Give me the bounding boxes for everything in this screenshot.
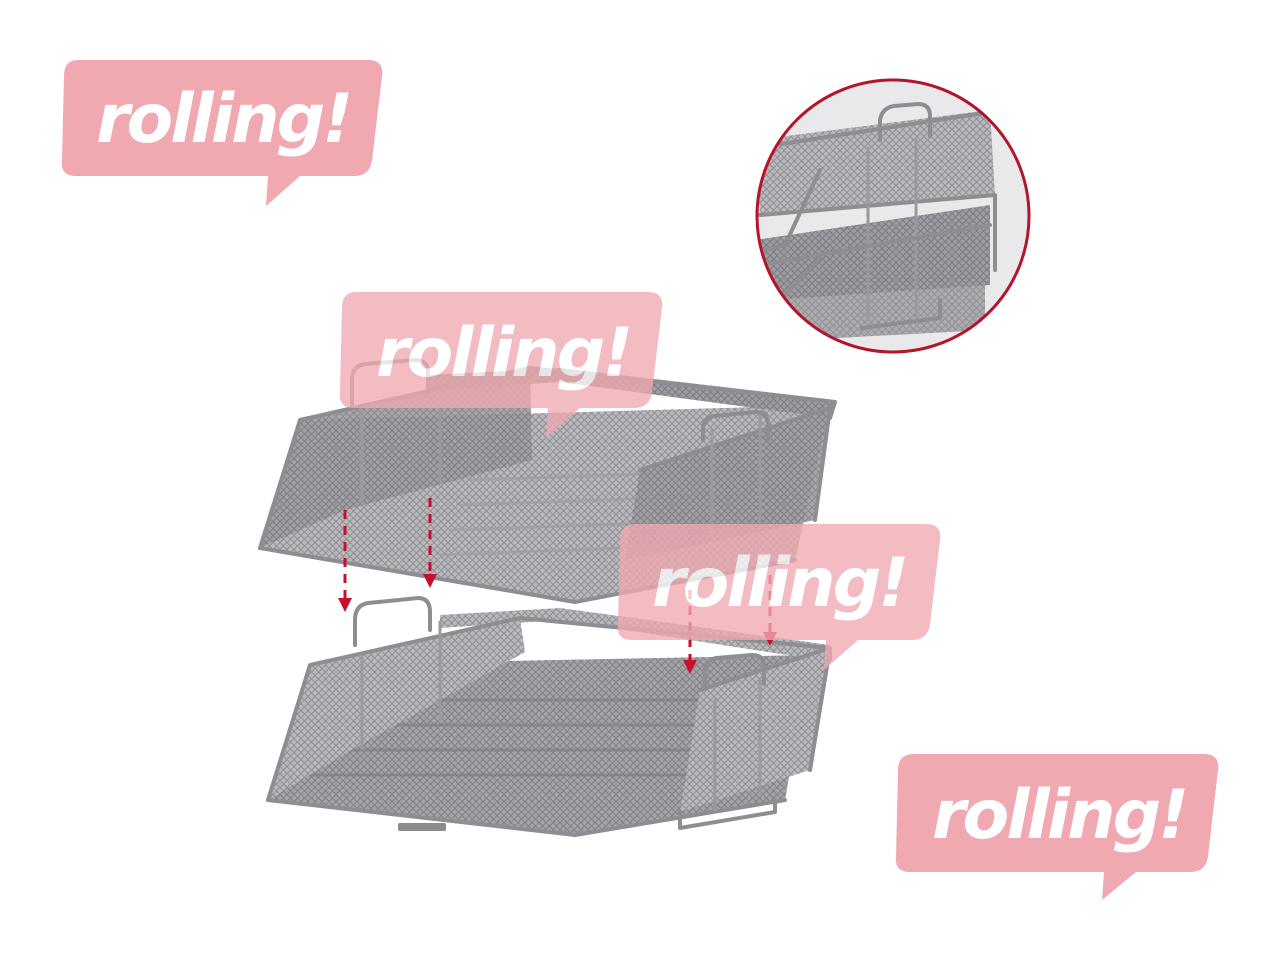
watermark-text: rolling! xyxy=(932,776,1186,855)
watermark-text: rolling! xyxy=(652,544,906,623)
inset-detail xyxy=(755,78,1031,354)
watermark-text: rolling! xyxy=(96,80,350,159)
watermark-4: rolling! xyxy=(895,754,1219,900)
watermark-text: rolling! xyxy=(376,314,630,393)
lower-tray xyxy=(266,596,832,837)
watermark-3: rolling! xyxy=(617,524,941,670)
watermark-1: rolling! xyxy=(61,60,383,206)
watermark-2: rolling! xyxy=(339,292,663,438)
